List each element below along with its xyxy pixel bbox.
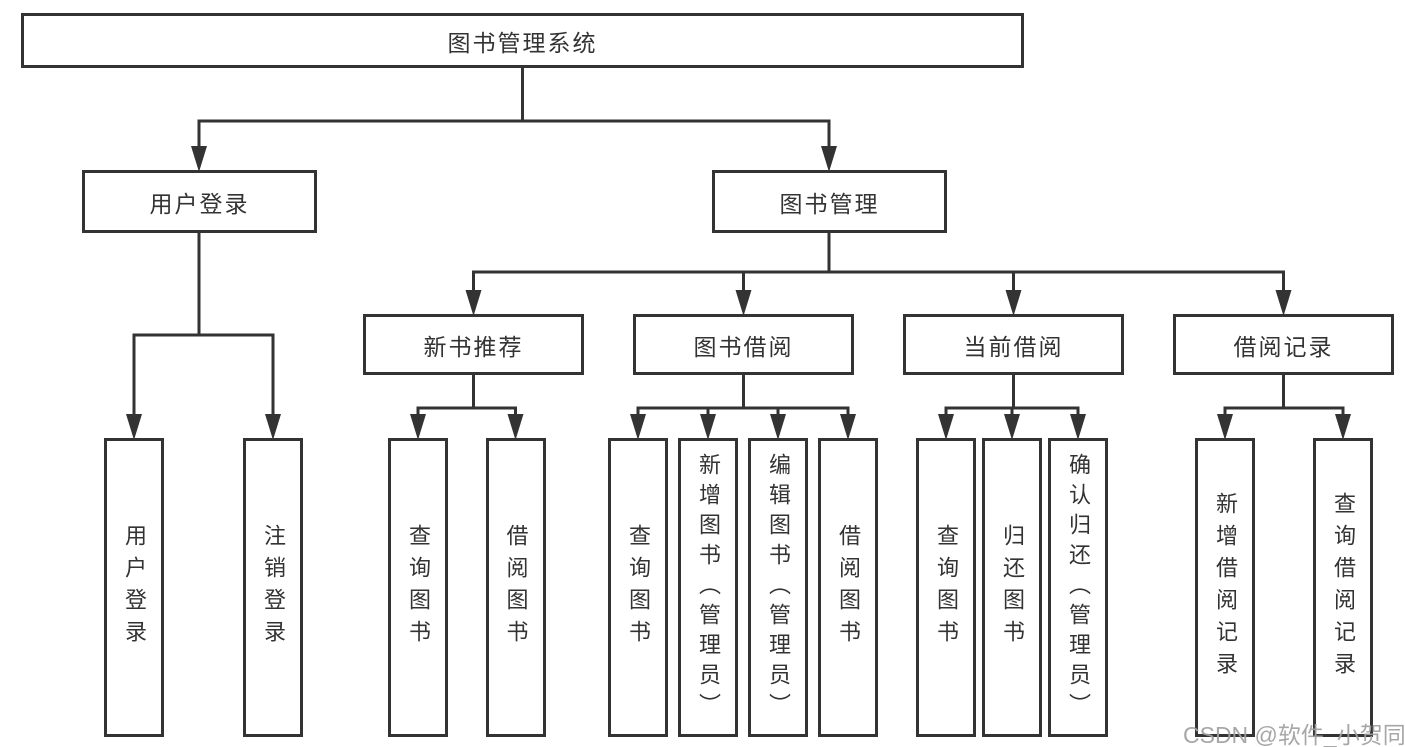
leaf-borrow-book-label: 借阅图书 [836,523,861,652]
leaf-query-book-borrow: 查询图书 [608,438,668,737]
arrow-down-icon [821,146,837,172]
leaf-borrow-book-recommend-label: 借阅图书 [503,523,529,652]
connector-book-management-branch [472,230,1285,295]
arrow-down-icon [1275,290,1292,316]
node-current-borrow: 当前借阅 [903,314,1124,375]
connector-user-login-branch [132,230,275,420]
arrow-down-icon [410,414,426,440]
arrow-down-icon [840,414,856,440]
node-current-borrow-label: 当前借阅 [963,333,1064,360]
arrow-down-icon [735,290,752,316]
leaf-user-login: 用户登录 [104,438,164,737]
leaf-user-login-label: 用户登录 [122,523,147,652]
connector-borrow-records-branch [1223,372,1345,420]
node-user-login-label: 用户登录 [149,190,250,217]
leaf-edit-book-admin-label: 编辑图书（管理员） [766,452,791,723]
leaf-query-borrow-record: 查询借阅记录 [1313,438,1373,737]
arrow-down-icon [191,146,207,172]
leaf-return-book: 归还图书 [982,438,1042,737]
arrow-down-icon [1335,414,1351,440]
arrow-down-icon [1217,414,1233,440]
node-book-borrow: 图书借阅 [633,314,854,375]
node-root: 图书管理系统 [21,13,1024,68]
leaf-query-borrow-record-label: 查询借阅记录 [1331,491,1356,684]
node-user-login: 用户登录 [82,170,317,233]
leaf-confirm-return-admin-label: 确认归还（管理员） [1066,452,1091,723]
arrow-down-icon [465,290,482,316]
node-borrow-records: 借阅记录 [1173,314,1394,375]
arrow-down-icon [126,414,142,440]
arrow-down-icon [1005,290,1022,316]
arrow-down-icon [770,414,786,440]
leaf-logout: 注销登录 [243,438,303,737]
arrow-down-icon [700,414,716,440]
arrow-down-icon [507,414,524,440]
arrow-down-icon [1070,414,1086,440]
leaf-borrow-book: 借阅图书 [818,438,878,737]
leaf-edit-book-admin: 编辑图书（管理员） [748,438,808,737]
leaf-add-book-admin: 新增图书（管理员） [678,438,738,737]
node-new-book-recommend: 新书推荐 [363,314,584,375]
arrow-down-icon [265,414,281,440]
arrow-down-icon [1004,414,1020,440]
connector-current-borrow-branch [944,372,1080,420]
leaf-add-borrow-record-label: 新增借阅记录 [1213,491,1238,684]
leaf-query-book-recommend-label: 查询图书 [406,523,431,652]
connector-root-split [197,65,831,150]
leaf-query-book-borrow-label: 查询图书 [626,523,651,652]
leaf-borrow-book-recommend: 借阅图书 [485,438,546,737]
node-book-management: 图书管理 [712,170,947,233]
leaf-add-borrow-record: 新增借阅记录 [1195,438,1255,737]
leaf-query-book-recommend: 查询图书 [388,438,448,737]
node-book-management-label: 图书管理 [779,190,880,217]
leaf-confirm-return-admin: 确认归还（管理员） [1048,438,1108,737]
leaf-return-book-label: 归还图书 [1000,523,1025,652]
leaf-logout-label: 注销登录 [261,523,286,652]
leaf-query-book-current-label: 查询图书 [934,523,959,652]
node-book-borrow-label: 图书借阅 [693,333,794,360]
connector-book-borrow-branch [636,372,850,420]
leaf-add-book-admin-label: 新增图书（管理员） [696,452,721,723]
node-new-book-recommend-label: 新书推荐 [423,333,524,360]
arrowheads [126,146,1351,440]
leaf-query-book-current: 查询图书 [916,438,976,737]
connector-new-book-branch [416,372,517,420]
csdn-watermark: CSDN @软件_小贺同学 [1183,722,1405,747]
arrow-down-icon [630,414,646,440]
node-borrow-records-label: 借阅记录 [1233,333,1334,360]
arrow-down-icon [938,414,954,440]
node-root-label: 图书管理系统 [447,29,598,56]
